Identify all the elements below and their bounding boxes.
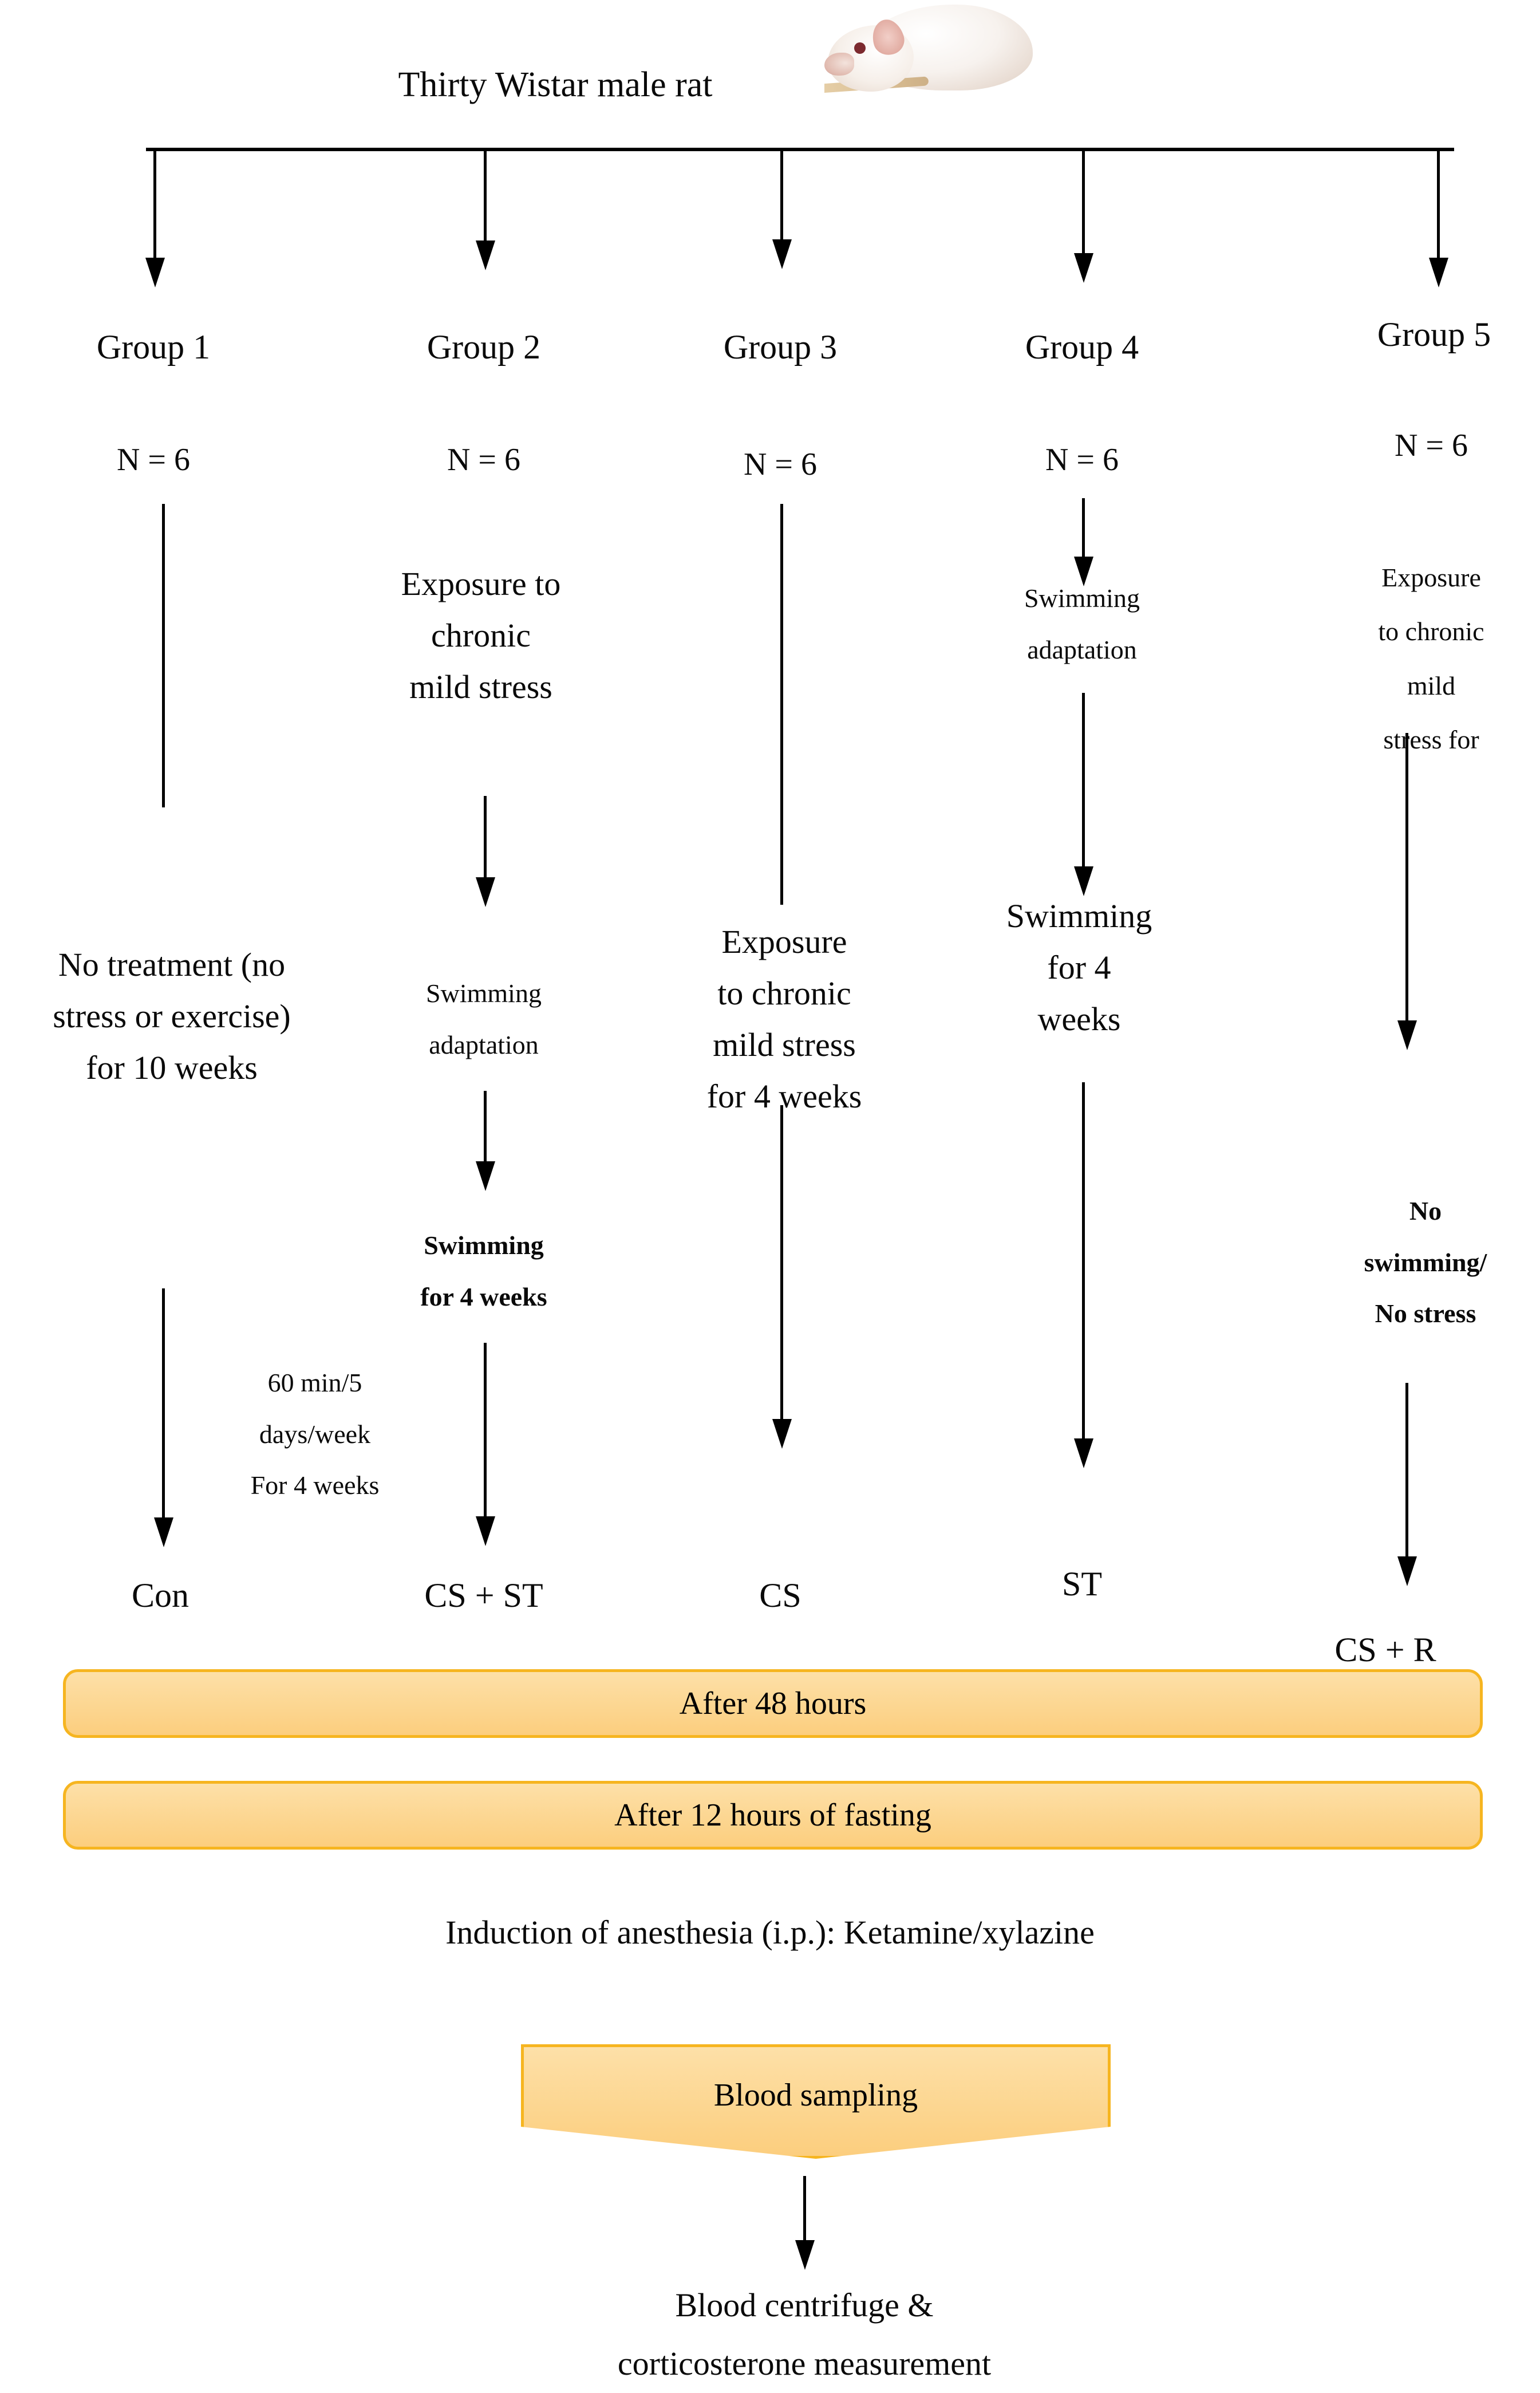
group-2-step-3: Swimming for 4 weeks: [420, 1231, 547, 1311]
blood-sampling-arrow-head: [795, 2240, 815, 2270]
group-4-arrow-2: [1082, 1082, 1085, 1443]
group-3-connector-line: [780, 504, 783, 905]
group-2-code: CS + ST: [424, 1576, 543, 1614]
anesthesia-label: Induction of anesthesia (i.p.): Ketamine…: [445, 1914, 1095, 1951]
group-1-connector-line: [162, 504, 165, 807]
group-4-step-1: Swimming adaptation: [1024, 584, 1140, 664]
page-title: Thirty Wistar male rat: [398, 65, 713, 104]
group-5-arrow-1-head: [1397, 1020, 1417, 1050]
group-2-arrow-1: [484, 796, 487, 882]
group-1-code: Con: [131, 1576, 189, 1614]
branch-arrow-5-head: [1429, 258, 1448, 287]
branch-arrow-3: [780, 148, 783, 244]
rat-eye: [854, 42, 866, 54]
group-1-note: 60 min/5 days/week For 4 weeks: [250, 1368, 380, 1500]
branch-arrow-2-head: [476, 241, 495, 270]
group-1-arrow-1: [162, 1288, 165, 1522]
group-4-title: Group 4: [1025, 328, 1139, 366]
branch-arrow-1-head: [145, 258, 165, 287]
group-4-arrow-1: [1082, 693, 1085, 870]
branch-arrow-5: [1437, 148, 1440, 262]
blood-sampling-label: Blood sampling: [713, 2077, 918, 2113]
group-4-step-2: Swimming for 4 weeks: [1006, 897, 1152, 1038]
group-5-code: CS + R: [1334, 1631, 1436, 1669]
group-3-code: CS: [759, 1576, 801, 1614]
group-3-title: Group 3: [723, 328, 838, 366]
group-5-step-1: Exposure to chronic mild stress for: [1378, 563, 1484, 754]
branch-arrow-2: [484, 148, 487, 245]
group-4-sample-size: N = 6: [1045, 442, 1119, 478]
group-4-arrow-0-head: [1074, 557, 1093, 586]
final-step-label: Blood centrifuge & corticosterone measur…: [617, 2286, 992, 2382]
group-2-arrow-2-head: [476, 1161, 495, 1191]
group-5-sample-size: N = 6: [1394, 428, 1468, 463]
group-1-title: Group 1: [96, 328, 211, 366]
group-2-arrow-2: [484, 1091, 487, 1165]
group-2-step-1: Exposure to chronic mild stress: [401, 565, 561, 705]
group-5-arrow-1: [1405, 733, 1408, 1025]
after-48-hours-label: After 48 hours: [679, 1686, 867, 1721]
group-1-step-1: No treatment (no stress or exercise) for…: [53, 946, 291, 1086]
rat-snout: [824, 53, 854, 76]
group-5-arrow-2-head: [1397, 1556, 1417, 1586]
branch-arrow-1: [153, 148, 156, 262]
group-3-arrow-1-head: [772, 1419, 792, 1449]
group-1-arrow-1-head: [154, 1517, 173, 1547]
group-5-title: Group 5: [1377, 316, 1491, 353]
group-4-arrow-2-head: [1074, 1438, 1093, 1468]
group-2-sample-size: N = 6: [447, 442, 521, 478]
split-bus-line: [146, 148, 1454, 151]
branch-arrow-4-head: [1074, 253, 1093, 283]
group-3-step-1: Exposure to chronic mild stress for 4 we…: [706, 923, 862, 1115]
branch-arrow-4: [1082, 148, 1085, 258]
group-3-sample-size: N = 6: [743, 447, 818, 482]
after-fasting-label: After 12 hours of fasting: [614, 1797, 931, 1833]
branch-arrow-3-head: [772, 239, 792, 269]
wistar-rat-photo: [824, 0, 1065, 115]
group-4-code: ST: [1061, 1565, 1103, 1603]
group-4-arrow-0: [1082, 498, 1085, 561]
group-2-arrow-1-head: [476, 877, 495, 907]
group-2-title: Group 2: [427, 328, 541, 366]
group-2-arrow-3: [484, 1343, 487, 1520]
group-2-step-2: Swimming adaptation: [426, 979, 542, 1059]
group-1-sample-size: N = 6: [116, 442, 191, 478]
group-2-arrow-3-head: [476, 1516, 495, 1546]
group-5-arrow-2: [1405, 1383, 1408, 1560]
blood-sampling-shape[interactable]: Blood sampling: [521, 2044, 1111, 2159]
group-4-arrow-1-head: [1074, 866, 1093, 896]
after-48-hours-box[interactable]: After 48 hours: [63, 1669, 1483, 1738]
after-fasting-box[interactable]: After 12 hours of fasting: [63, 1781, 1483, 1850]
blood-sampling-arrow: [803, 2176, 806, 2245]
group-5-step-2: No swimming/ No stress: [1364, 1196, 1487, 1328]
group-3-arrow-1: [780, 1105, 783, 1423]
